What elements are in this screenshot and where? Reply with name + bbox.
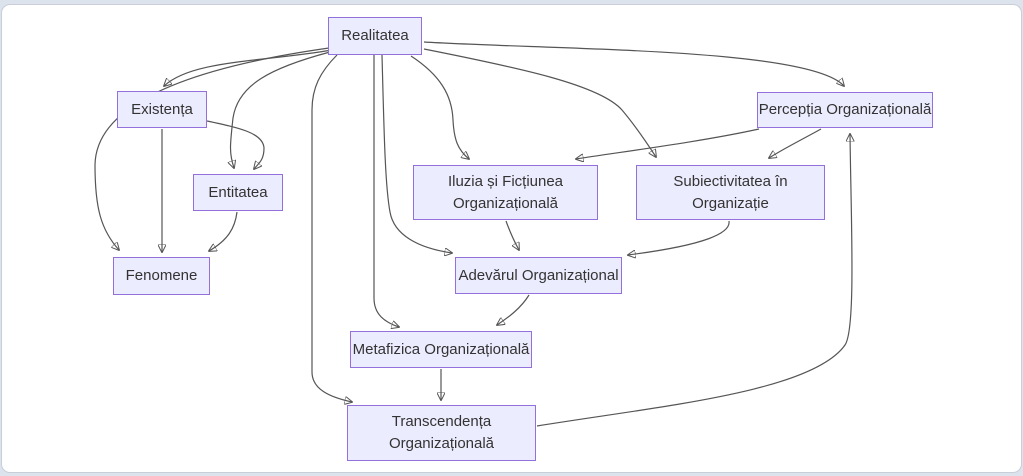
node-transcendenta-organizationala: Transcendența Organizațională <box>347 405 536 461</box>
edge-adevarul-to-metafizica <box>497 294 530 325</box>
edge-realitatea-to-fenomene <box>94 47 330 250</box>
edge-realitatea-to-metafizica <box>373 55 399 327</box>
edge-entitatea-to-fenomene <box>209 211 238 251</box>
edge-perceptia-to-subiectivitatea <box>769 128 822 158</box>
edge-existenta-to-entitatea <box>206 120 265 169</box>
node-entitatea: Entitatea <box>193 174 283 211</box>
edge-realitatea-to-perceptia <box>423 41 844 86</box>
edge-subiectivitatea-to-adevarul <box>628 220 730 255</box>
edge-realitatea-to-iluzia <box>410 55 469 159</box>
node-subiectivitatea-in-organizatie: Subiectivitatea în Organizație <box>636 165 825 220</box>
edge-transcendenta-to-perceptia <box>536 134 852 427</box>
node-fenomene: Fenomene <box>113 257 210 295</box>
edge-realitatea-to-subiectivitatea <box>423 48 656 157</box>
edge-realitatea-to-existenta <box>164 49 333 86</box>
node-perceptia-organizationala: Percepția Organizațională <box>757 92 933 128</box>
edge-realitatea-to-adevarul <box>381 54 452 253</box>
node-metafizica-organizationala: Metafizica Organizațională <box>350 331 532 368</box>
node-realitatea: Realitatea <box>328 17 422 55</box>
node-iluzia-si-fictiunea-organizationala: Iluzia și Ficțiunea Organizațională <box>413 165 598 220</box>
edge-realitatea-to-entitatea <box>231 51 331 168</box>
node-adevarul-organizational: Adevărul Organizațional <box>455 257 622 294</box>
node-existenta: Existența <box>117 91 207 128</box>
edge-perceptia-to-iluzia <box>576 128 760 159</box>
edge-iluzia-to-adevarul <box>505 220 519 250</box>
edge-realitatea-to-transcendenta <box>311 54 352 402</box>
